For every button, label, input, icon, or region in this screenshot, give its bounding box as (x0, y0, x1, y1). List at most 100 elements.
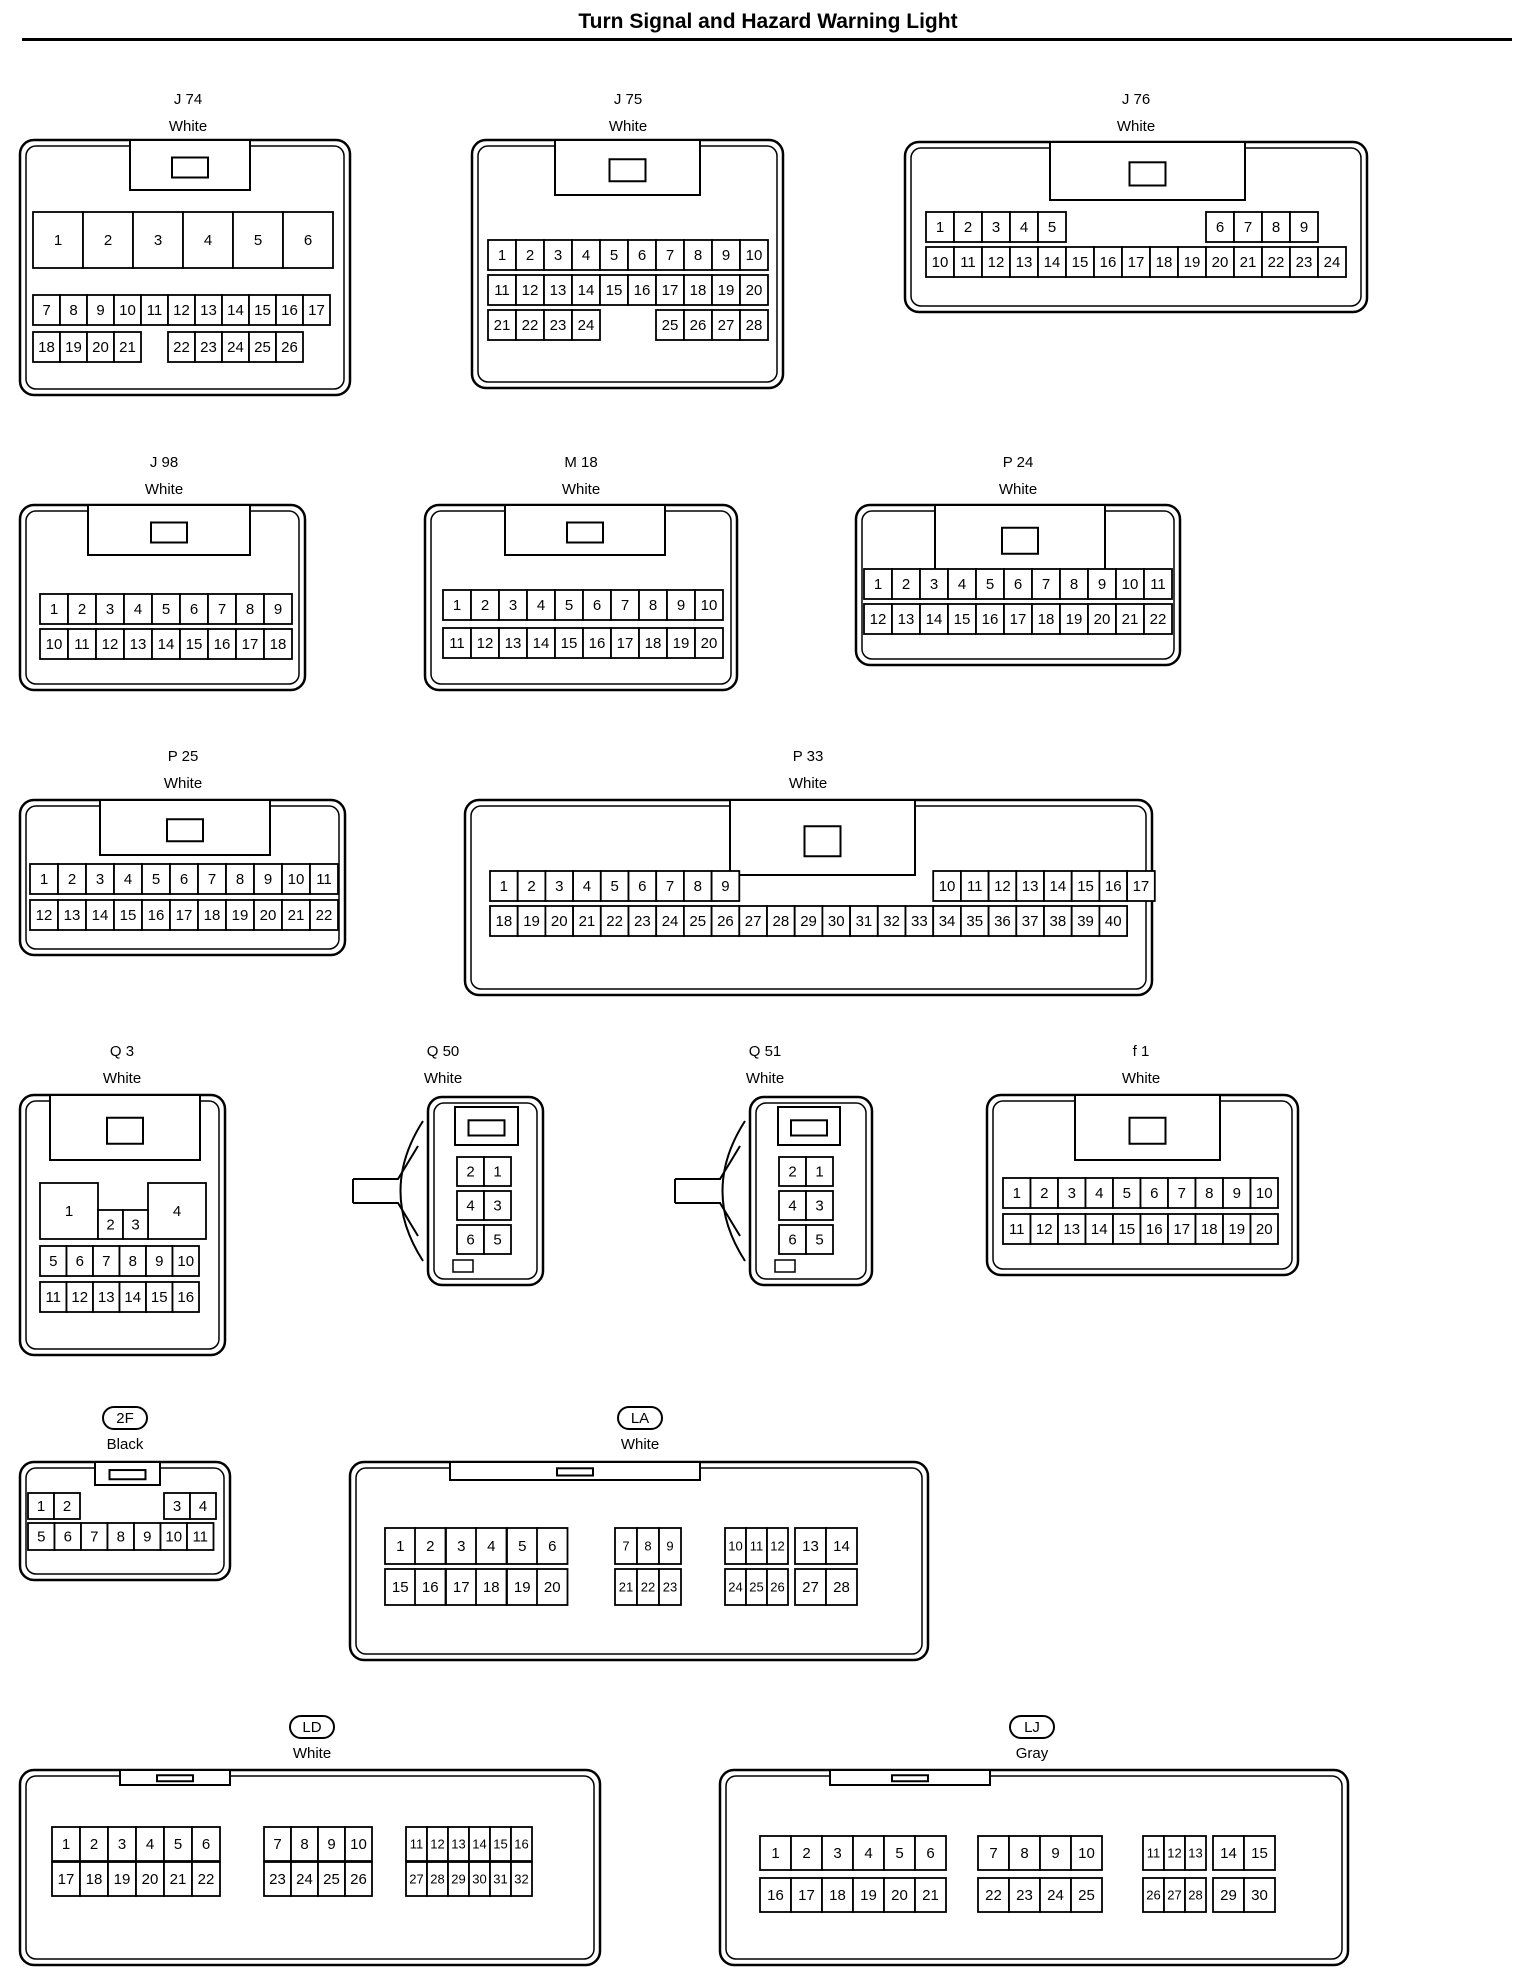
pin-number: 14 (472, 1836, 486, 1851)
pin-cell: 4 (571, 239, 601, 271)
pin-cell: 5 (39, 1245, 68, 1277)
pin-cell: 16 (171, 1281, 200, 1313)
pin-number: 20 (544, 1579, 561, 1596)
pin-number: 9 (666, 1538, 673, 1553)
pin-box (1289, 211, 1319, 243)
pin-cell: 21 (487, 309, 517, 341)
pin-number: 24 (227, 339, 244, 356)
pin-cell: 40 (1098, 905, 1129, 937)
pin-number: 1 (498, 247, 506, 264)
pin-cell: 4 (852, 1835, 885, 1871)
pin-cell: 22 (1261, 246, 1291, 278)
pin-cell: 1 (27, 1492, 55, 1520)
pin-cell: 17 (445, 1568, 478, 1606)
pin-cell: 2 (515, 239, 545, 271)
pin-cell: 9 (253, 863, 283, 895)
pin-cell: 14 (85, 899, 115, 931)
pin-cell: 7 (614, 1527, 638, 1565)
pin-cell: 6 (627, 870, 658, 902)
pin-box (506, 1527, 539, 1565)
pin-cell: 5 (232, 211, 284, 269)
pin-number: 22 (316, 907, 333, 924)
pin-cell: 25 (655, 309, 685, 341)
pin-cell: 22 (599, 905, 630, 937)
connector-id: J 74 (174, 91, 202, 108)
pin-box (510, 1861, 533, 1897)
pin-number: 5 (49, 1253, 57, 1270)
pin-number: 4 (146, 1836, 154, 1853)
pin-box (1115, 603, 1145, 635)
pin-box (987, 870, 1018, 902)
connector-id: LD (302, 1719, 321, 1736)
pin-cell: 33 (904, 905, 935, 937)
pin-cell: 4 (135, 1826, 165, 1862)
pin-number: 9 (1051, 1845, 1059, 1862)
connector-color: White (1122, 1070, 1160, 1087)
pin-number: 1 (493, 1163, 501, 1180)
pin-cell: 10 (739, 239, 769, 271)
pin-cell: 6 (169, 863, 199, 895)
pin-number: 15 (254, 302, 271, 319)
pin-cell: 37 (1015, 905, 1045, 937)
pin-cell: 6 (53, 1522, 82, 1551)
pin-cell: 16 (1139, 1213, 1169, 1245)
pin-cell: 26 (344, 1861, 373, 1897)
pin-cell: 26 (275, 331, 304, 363)
pin-cell: 1 (39, 1182, 99, 1240)
pin-number: 8 (1020, 1845, 1028, 1862)
pin-box (414, 1568, 447, 1606)
pin-number: 15 (120, 907, 137, 924)
pin-number: 11 (410, 1836, 424, 1851)
pin-box (683, 239, 713, 271)
pin-box (39, 593, 69, 625)
pin-number: 39 (1077, 913, 1094, 930)
pin-number: 7 (622, 1538, 629, 1553)
clip-catch (452, 1259, 474, 1273)
pin-cell: 31 (489, 1861, 512, 1897)
pin-number: 1 (65, 1203, 73, 1220)
pin-number: 19 (65, 339, 82, 356)
pin-number: 8 (69, 302, 77, 319)
pin-cell: 15 (179, 628, 209, 660)
pin-number: 16 (281, 302, 298, 319)
title-rule (22, 38, 1512, 41)
pin-cell: 21 (281, 899, 311, 931)
pin-number: 14 (533, 635, 550, 652)
pin-box (97, 1209, 124, 1240)
pin-number: 4 (583, 878, 591, 895)
clip-catch (774, 1259, 796, 1273)
pin-number: 6 (593, 597, 601, 614)
pin-box (1031, 603, 1061, 635)
pin-number: 23 (269, 1871, 286, 1888)
pin-number: 6 (1014, 576, 1022, 593)
pin-cell: 21 (614, 1568, 638, 1606)
pin-number: 5 (986, 576, 994, 593)
pin-cell: 11 (67, 628, 97, 660)
pin-number: 16 (767, 1887, 784, 1904)
pin-cell: 29 (793, 905, 824, 937)
pin-box (1243, 1877, 1276, 1913)
pin-number: 6 (202, 1836, 210, 1853)
pin-number: 12 (36, 907, 53, 924)
pin-number: 9 (264, 871, 272, 888)
pin-cell: 24 (290, 1861, 319, 1897)
pin-number: 2 (802, 1845, 810, 1862)
pin-box (666, 627, 696, 659)
pin-cell: 21 (914, 1877, 947, 1913)
pin-number: 34 (939, 913, 956, 930)
pin-box (919, 568, 949, 600)
pin-number: 13 (1188, 1845, 1202, 1860)
pin-cell: 8 (225, 863, 255, 895)
pin-number: 14 (158, 636, 175, 653)
pin-number: 2 (104, 232, 112, 249)
pin-cell: 12 (981, 246, 1011, 278)
pin-cell: 12 (1163, 1835, 1186, 1871)
pin-cell: 25 (1070, 1877, 1103, 1913)
pin-cell: 11 (745, 1527, 768, 1565)
pin-number: 4 (204, 232, 212, 249)
pin-box (344, 1826, 373, 1862)
pin-box (57, 899, 87, 931)
pin-cell: 25 (248, 331, 277, 363)
pin-box (1167, 1213, 1197, 1245)
